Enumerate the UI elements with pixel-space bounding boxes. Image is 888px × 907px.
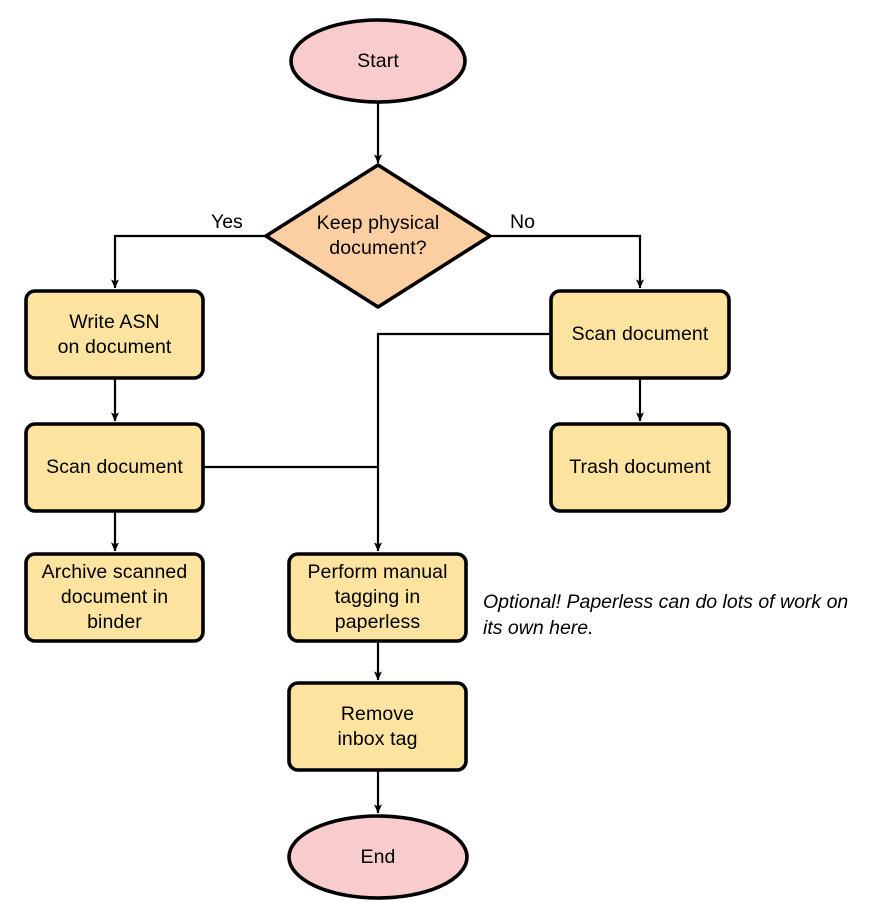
node-write-asn-shape[interactable]: [24, 289, 205, 380]
edge-decision-no-to-scan-right: [490, 234, 644, 289]
edge-label-no: No: [510, 211, 535, 233]
node-end-shape[interactable]: [287, 814, 469, 900]
connectors: [111, 102, 644, 814]
edge-label-yes: Yes: [211, 211, 243, 233]
node-decision-shape[interactable]: [264, 163, 492, 309]
node-scan-left-shape[interactable]: [24, 422, 205, 513]
node-remove-inbox-shape[interactable]: [287, 681, 468, 772]
edge-scan-right-to-tagging: [374, 332, 551, 552]
node-start-shape[interactable]: [289, 18, 467, 104]
node-archive-shape[interactable]: [24, 552, 205, 643]
node-tagging-shape[interactable]: [287, 552, 468, 643]
node-scan-right-shape[interactable]: [549, 289, 731, 380]
edge-decision-yes-to-write-asn: [111, 234, 265, 289]
node-trash-shape[interactable]: [549, 422, 731, 513]
note-optional-paperless: Optional! Paperless can do lots of work …: [483, 591, 849, 639]
